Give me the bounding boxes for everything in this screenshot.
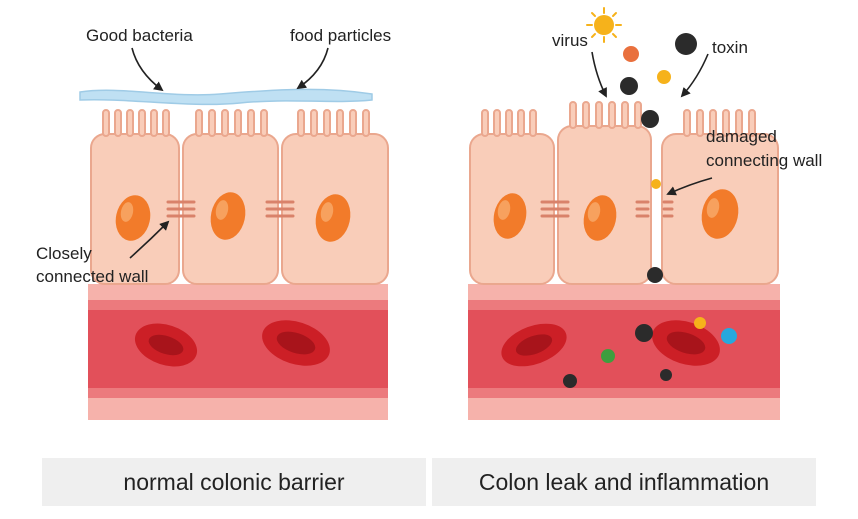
left-panel: Good bacteria food particles Closely con… (36, 26, 391, 420)
sun-virus-icon (586, 7, 622, 43)
right-panel: virus toxin damaged connecting wall (468, 7, 822, 420)
damaged-junction (635, 200, 674, 218)
tight-junction (166, 200, 196, 218)
toxin-particle (563, 374, 577, 388)
toxin-particle (620, 77, 638, 95)
toxin-particle (675, 33, 697, 55)
red-blood-cell (134, 323, 198, 367)
toxin-particle (647, 267, 663, 283)
label-food-particles: food particles (290, 26, 391, 45)
red-blood-cell (652, 320, 720, 366)
label-virus: virus (552, 31, 588, 50)
yellow-particle (657, 70, 671, 84)
toxin-particle (660, 369, 672, 381)
yellow-particle (651, 179, 661, 189)
arrow (131, 47, 164, 92)
red-blood-cell (501, 323, 567, 367)
epithelial-cell (469, 109, 555, 285)
epithelial-cell (182, 109, 279, 285)
yellow-particle (694, 317, 706, 329)
label-toxin: toxin (712, 38, 748, 57)
toxin-particle (641, 110, 659, 128)
mucus-layer (79, 88, 373, 106)
label-good-bacteria: Good bacteria (86, 26, 193, 45)
caption-left: normal colonic barrier (42, 458, 426, 506)
arrow (666, 177, 713, 196)
label-damaged: damaged (706, 127, 777, 146)
tight-junction (540, 200, 570, 218)
epithelial-cell (661, 109, 779, 285)
arrow (591, 51, 607, 98)
arrow (129, 220, 170, 259)
epithelial-cell (90, 109, 180, 285)
blood-vessel-right (468, 284, 780, 420)
green-particle (601, 349, 615, 363)
red-blood-cell (262, 320, 330, 366)
toxin-particle (635, 324, 653, 342)
arrow (680, 53, 709, 98)
tight-junction (265, 200, 295, 218)
label-connecting-wall: connecting wall (706, 151, 822, 170)
virus-particle (623, 46, 639, 62)
label-closely: Closely (36, 244, 92, 263)
epithelial-cell (281, 109, 389, 285)
blue-particle (721, 328, 737, 344)
epithelial-cell (557, 101, 652, 285)
caption-right: Colon leak and inflammation (432, 458, 816, 506)
arrow (296, 47, 329, 90)
label-connected-wall: connected wall (36, 267, 148, 286)
blood-vessel-left (88, 284, 388, 420)
